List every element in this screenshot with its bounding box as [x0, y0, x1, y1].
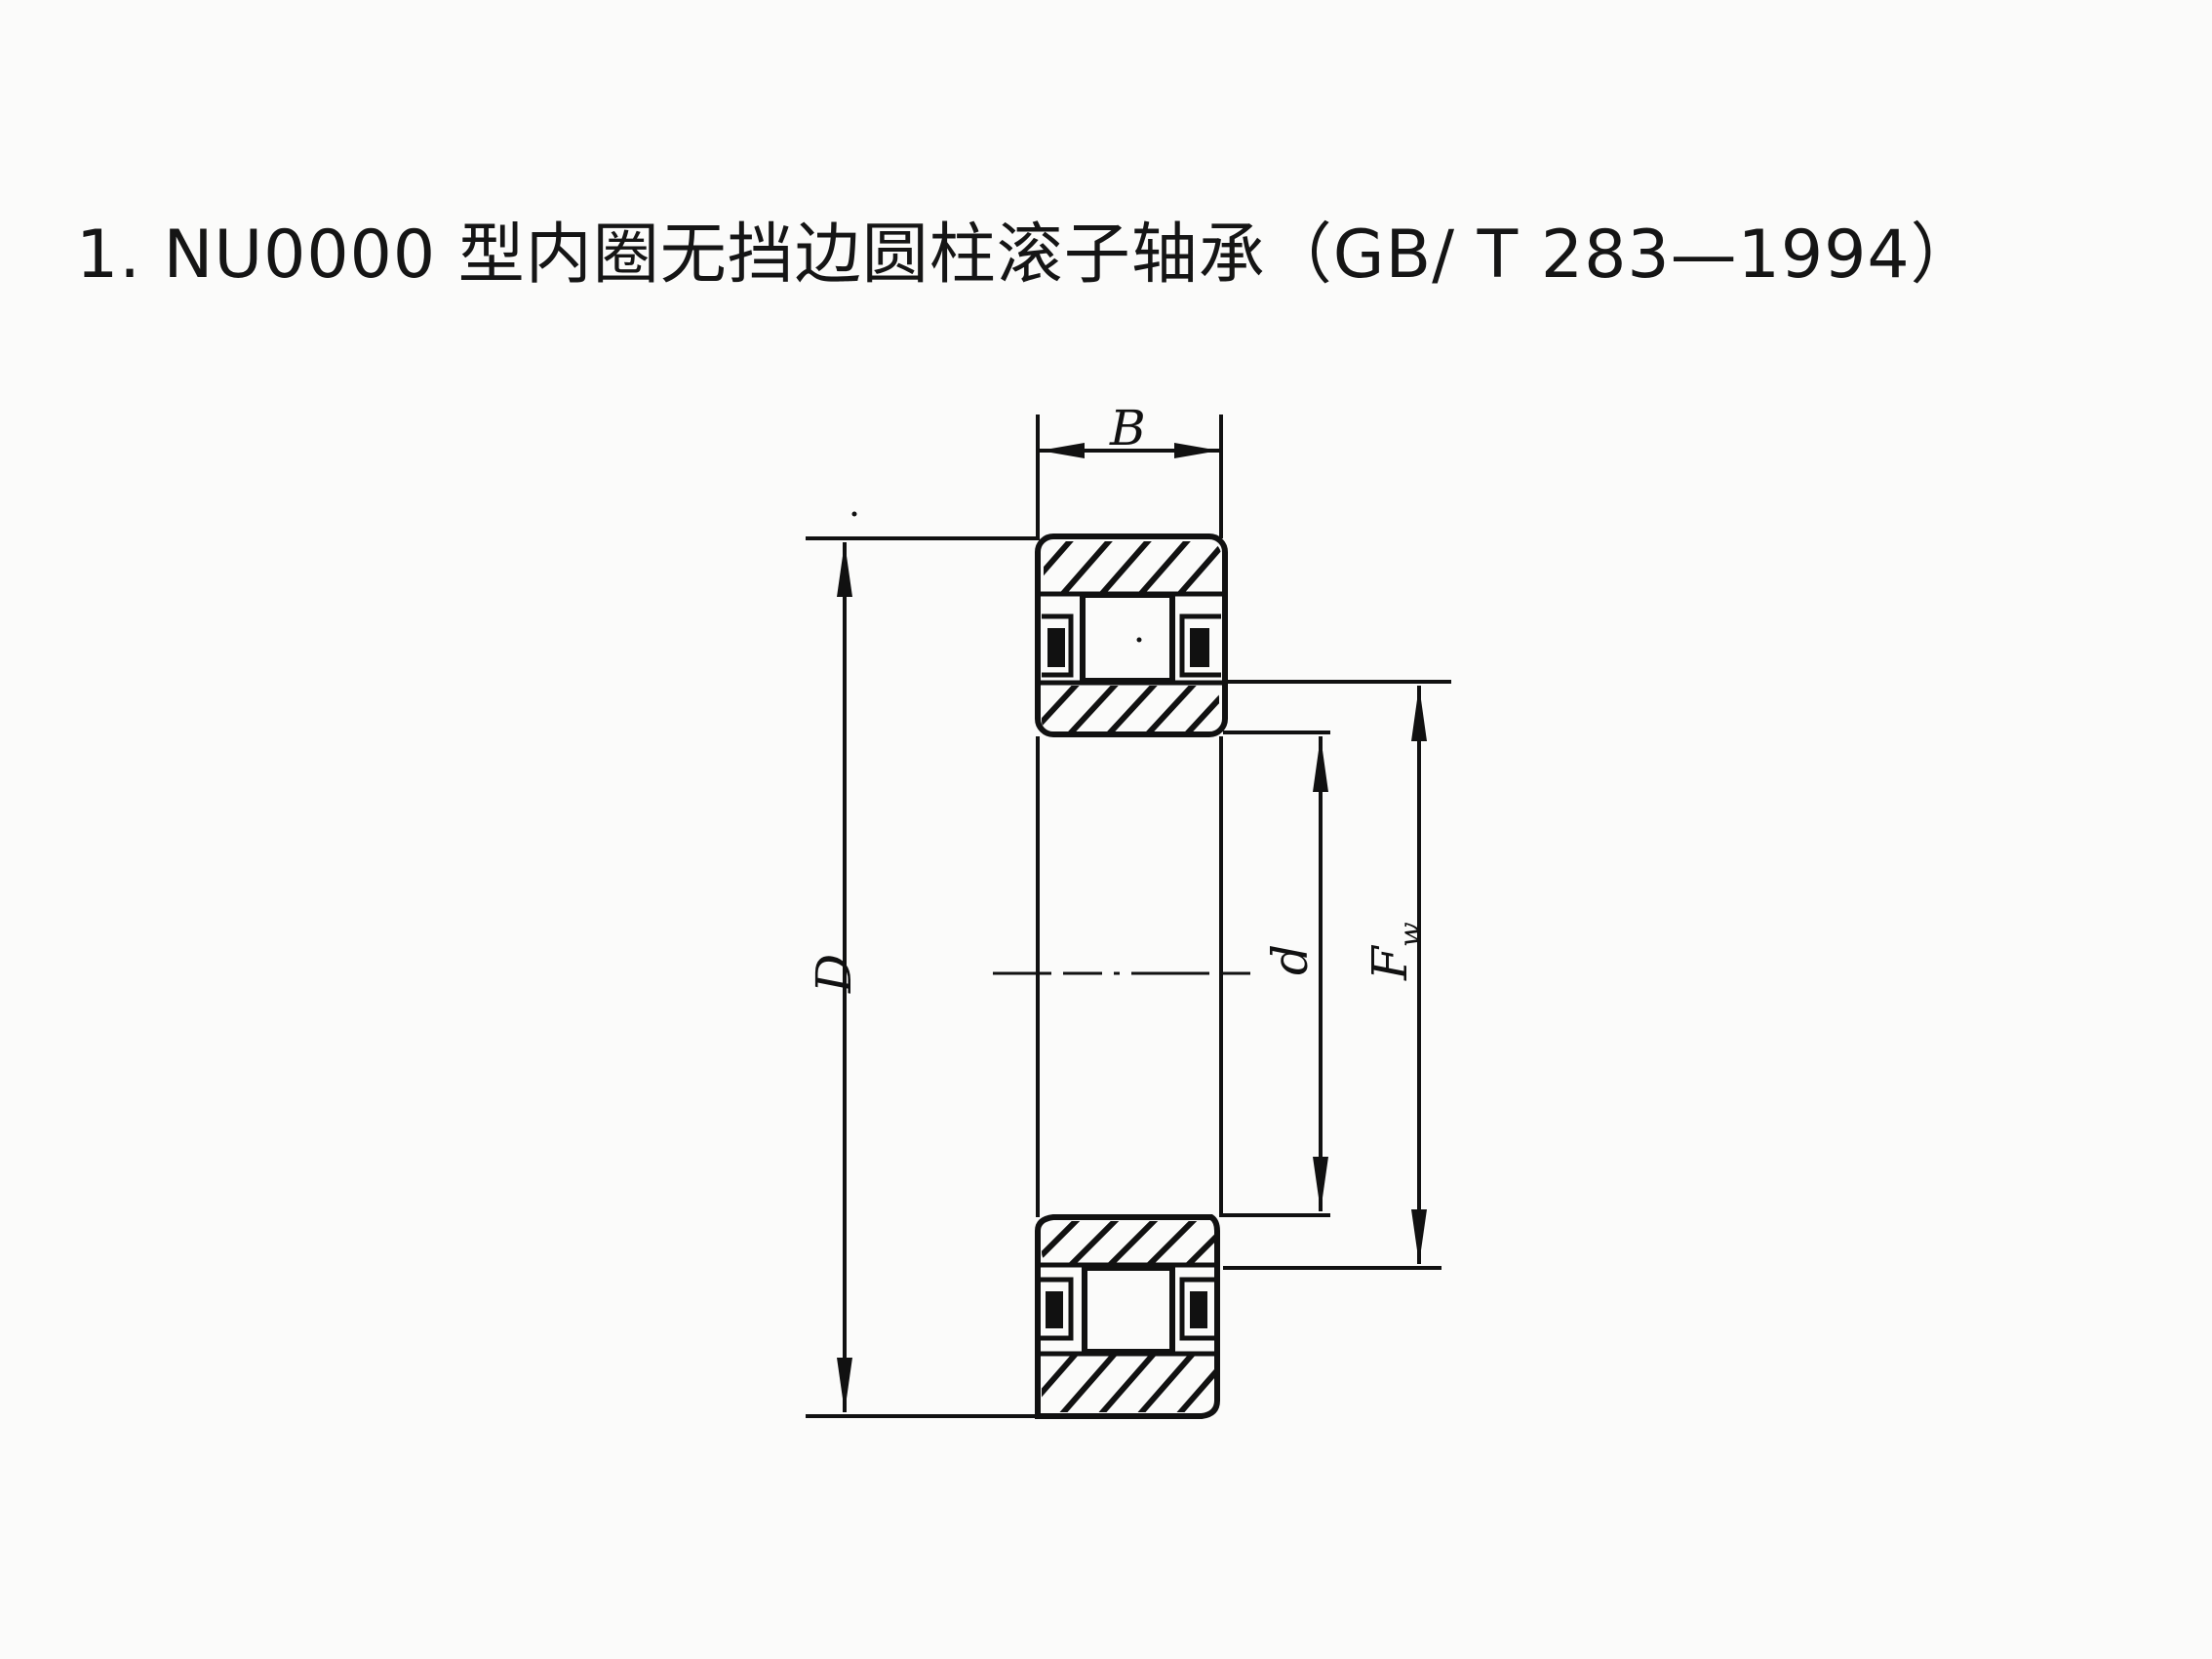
bottom-section	[1035, 1214, 1220, 1419]
bottom-cage-left	[1040, 1277, 1074, 1341]
dimension-B	[1036, 415, 1223, 538]
top-cage-right	[1179, 613, 1221, 678]
svg-text:w: w	[1394, 922, 1428, 947]
label-Fw: F w	[1362, 922, 1428, 981]
svg-text:F: F	[1362, 944, 1418, 981]
bottom-outer-ring-hatch	[1042, 1354, 1219, 1412]
label-d: d	[1262, 944, 1319, 975]
dimension-Fw	[1223, 680, 1451, 1270]
top-cage-left	[1042, 613, 1074, 678]
dimension-D	[806, 536, 1040, 1418]
top-roller	[1080, 592, 1175, 684]
bottom-cage-right	[1179, 1277, 1215, 1341]
dimension-d	[1223, 731, 1330, 1217]
bore-lines	[1036, 736, 1223, 1217]
top-inner-ring-hatch	[1042, 686, 1219, 732]
bottom-roller	[1082, 1265, 1175, 1355]
label-B: B	[1109, 400, 1146, 456]
page-title: 1. NU0000 型内圈无挡边圆柱滚子轴承（GB/ T 283—1994）	[76, 217, 1978, 294]
top-section	[1035, 533, 1228, 737]
top-section-outline	[1035, 533, 1228, 737]
label-D: D	[806, 954, 862, 994]
bottom-section-outline	[1035, 1214, 1220, 1419]
